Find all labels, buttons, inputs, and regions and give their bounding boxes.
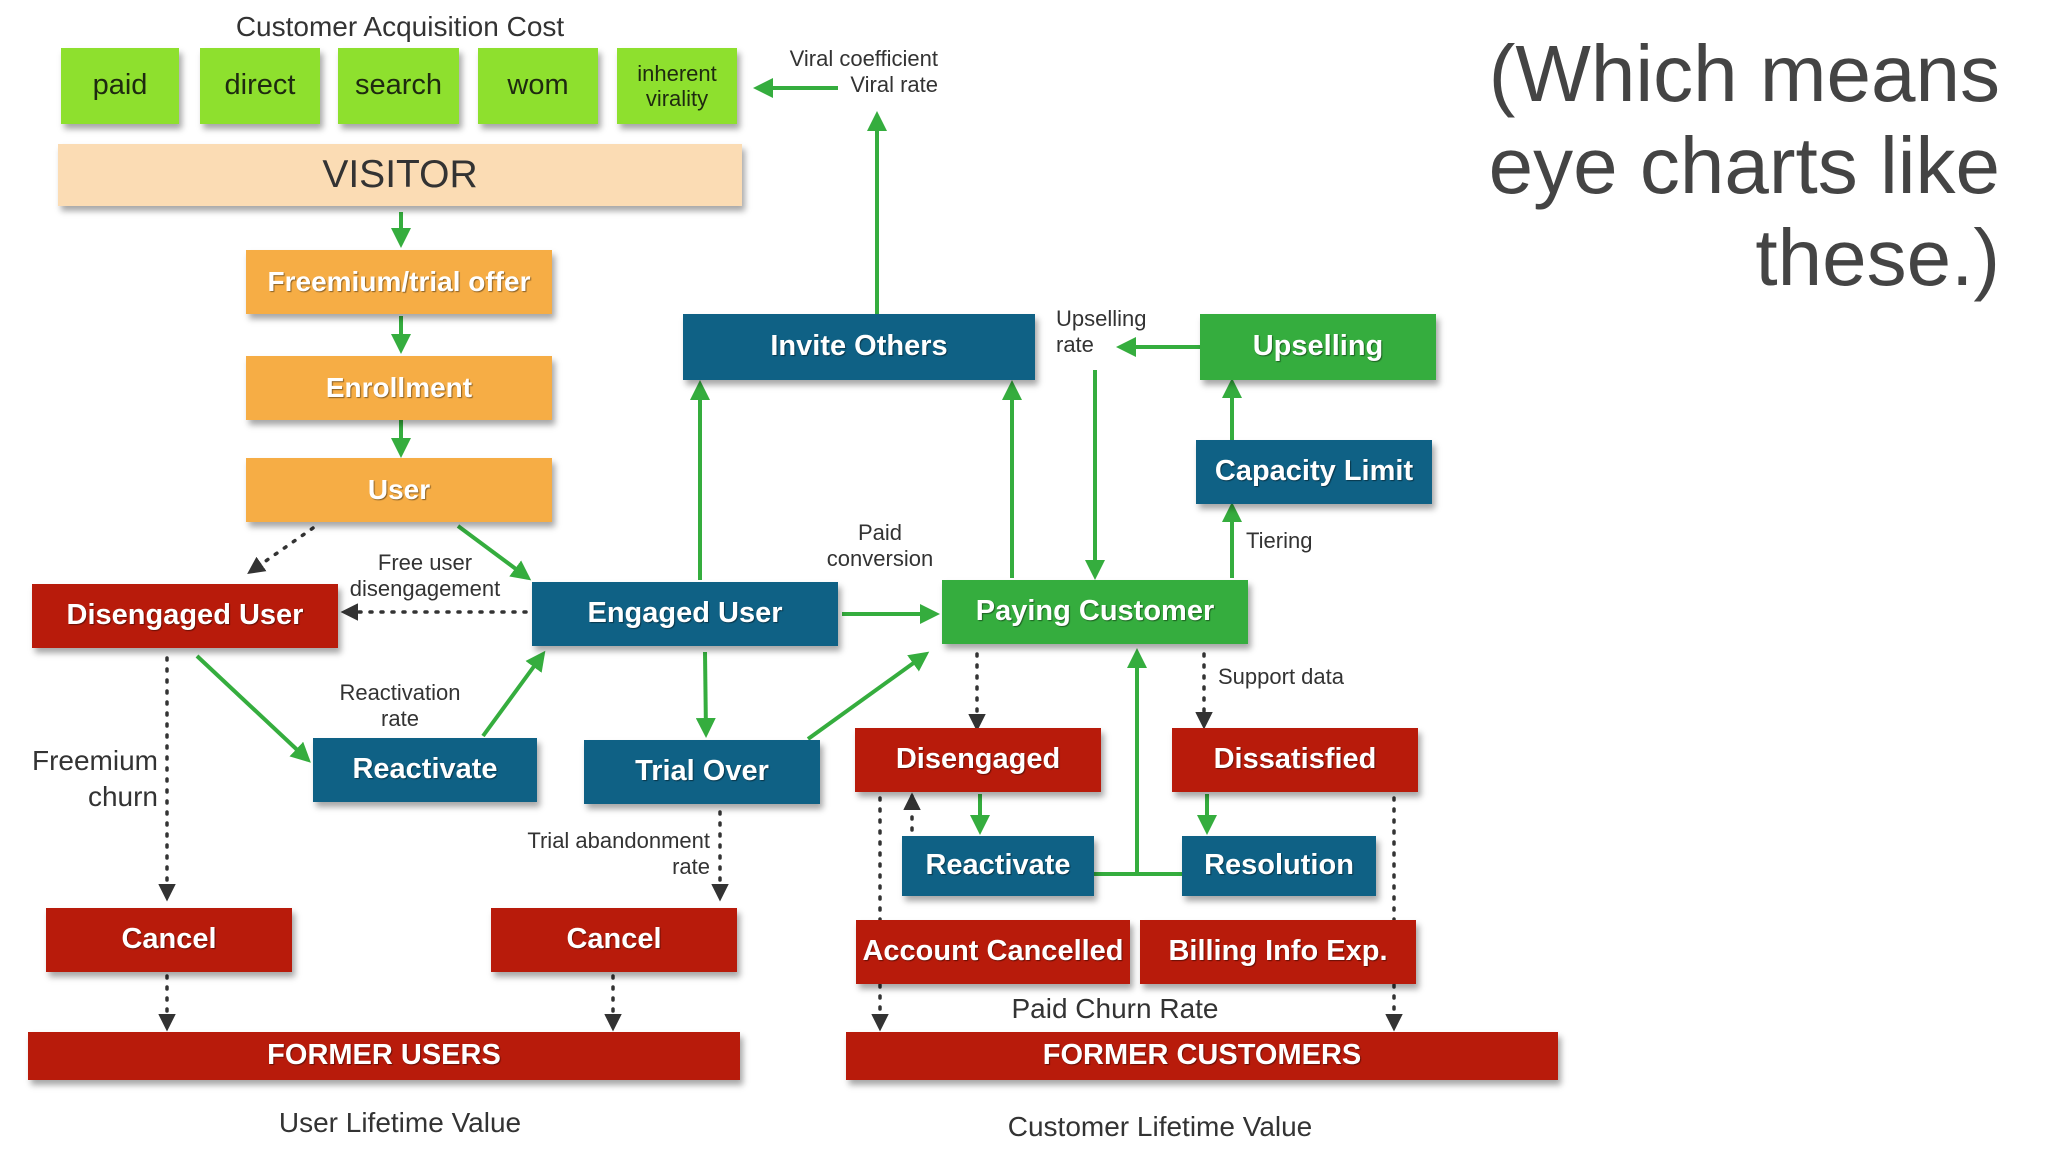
free-user-disengagement-label-1: Free user xyxy=(377,550,473,575)
visitor-box: VISITOR xyxy=(58,144,742,206)
paid-conversion-label-1: Paid xyxy=(857,520,903,545)
freemium-churn-label-2: churn xyxy=(87,781,158,812)
engaged-user-box: Engaged User xyxy=(532,582,838,646)
channel-inherent-virality: inherent virality xyxy=(617,48,737,124)
arrow-trial-to-paying xyxy=(806,651,930,741)
arrow-disengaged-to-reactivate xyxy=(195,654,311,763)
reactivation-rate-label-2: rate xyxy=(381,706,419,731)
upselling-rate-label-2: rate xyxy=(1056,332,1094,357)
free-user-disengagement-label-2: disengagement xyxy=(349,576,501,601)
slide-headline: (Which means eye charts like these.) xyxy=(1488,29,2000,302)
upselling-rate-label-1: Upselling xyxy=(1056,306,1147,331)
paid-churn-rate-label: Paid Churn Rate xyxy=(1011,993,1219,1024)
viral-coefficient-label: Viral coefficient xyxy=(789,46,938,71)
account-cancelled-box: Account Cancelled xyxy=(856,920,1130,984)
trial-abandonment-label-1: Trial abandonment xyxy=(527,828,710,853)
viral-rate-label: Viral rate xyxy=(850,72,938,97)
paid-conversion-label-2: conversion xyxy=(826,546,934,571)
capacity-limit-box: Capacity Limit xyxy=(1196,440,1432,504)
user-lifetime-value-label: User Lifetime Value xyxy=(278,1107,522,1138)
billing-info-box: Billing Info Exp. xyxy=(1140,920,1416,984)
channel-paid: paid xyxy=(61,48,179,124)
former-users-bar: FORMER USERS xyxy=(28,1032,740,1080)
cancel-mid-box: Cancel xyxy=(491,908,737,972)
reactivation-rate-label-1: Reactivation xyxy=(339,680,461,705)
arrow-engaged-to-trial xyxy=(695,651,716,738)
channel-direct: direct xyxy=(200,48,320,124)
reactivate-left-box: Reactivate xyxy=(313,738,537,802)
freemium-churn-label-1: Freemium xyxy=(31,745,158,776)
enrollment-box: Enrollment xyxy=(246,356,552,420)
channel-wom: wom xyxy=(478,48,598,124)
dotted-user-to-disengaged xyxy=(247,526,315,575)
tiering-label: Tiering xyxy=(1246,528,1313,553)
upselling-box: Upselling xyxy=(1200,314,1436,380)
resolution-box: Resolution xyxy=(1182,836,1376,896)
invite-others-box: Invite Others xyxy=(683,314,1035,380)
channel-search: search xyxy=(338,48,459,124)
paying-customer-box: Paying Customer xyxy=(942,580,1248,644)
support-data-label: Support data xyxy=(1218,664,1344,689)
former-customers-bar: FORMER CUSTOMERS xyxy=(846,1032,1558,1080)
acquisition-cost-label: Customer Acquisition Cost xyxy=(235,11,565,42)
disengaged-box: Disengaged xyxy=(855,728,1101,792)
customer-lifetime-value-label: Customer Lifetime Value xyxy=(1007,1111,1313,1142)
trial-over-box: Trial Over xyxy=(584,740,820,804)
dissatisfied-box: Dissatisfied xyxy=(1172,728,1418,792)
freemium-offer-box: Freemium/trial offer xyxy=(246,250,552,314)
disengaged-user-box: Disengaged User xyxy=(32,584,338,648)
arrow-reactivate-to-engaged xyxy=(481,650,546,738)
reactivate-right-box: Reactivate xyxy=(902,836,1094,896)
cancel-left-box: Cancel xyxy=(46,908,292,972)
trial-abandonment-label-2: rate xyxy=(672,854,710,879)
user-box: User xyxy=(246,458,552,522)
arrow-user-to-engaged xyxy=(456,524,532,581)
